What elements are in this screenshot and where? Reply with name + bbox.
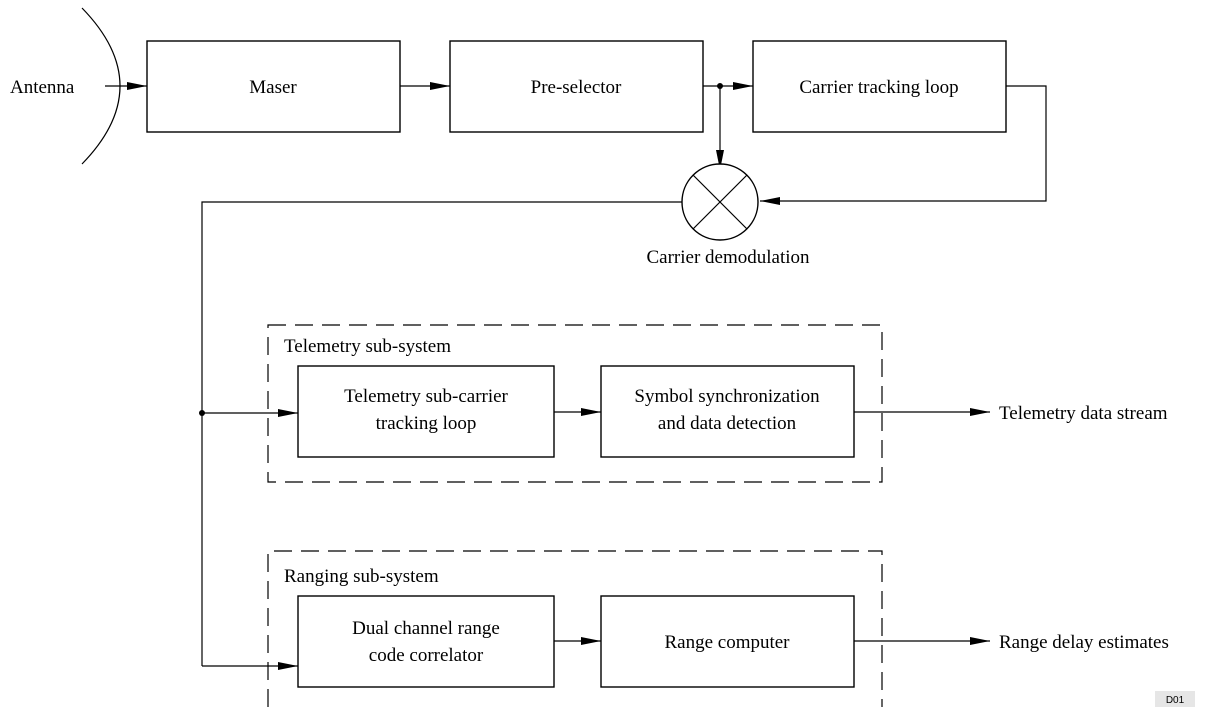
range-correlator-label-line1: Dual channel range: [352, 618, 500, 639]
maser-label: Maser: [249, 77, 297, 98]
carrier-demodulation-mixer-icon: [681, 163, 759, 241]
telemetry-subsystem-label: Telemetry sub-system: [284, 336, 451, 357]
carrier-demodulation-label: Carrier demodulation: [646, 247, 810, 268]
telemetry-subsystem-group: [267, 324, 883, 483]
carrier-loop-to-mixer-wire: [760, 85, 1047, 205]
symbol-sync-label-line1: Symbol synchronization: [634, 386, 820, 407]
antenna-label: Antenna: [10, 77, 75, 98]
range-correlator-label-line2: code correlator: [369, 645, 484, 666]
range-delay-estimates-label: Range delay estimates: [999, 632, 1169, 653]
figure-tag-box: [1155, 691, 1195, 707]
symbol-sync-block: [600, 365, 855, 458]
carrier-tracking-loop-block: [752, 40, 1007, 133]
preselector-label: Pre-selector: [531, 77, 622, 98]
carrier-tracking-loop-label: Carrier tracking loop: [799, 77, 958, 98]
range-correlator-block: [297, 595, 555, 688]
range-computer-label: Range computer: [664, 632, 790, 653]
telemetry-subcarrier-label-line1: Telemetry sub-carrier: [344, 386, 508, 407]
telemetry-subcarrier-label-line2: tracking loop: [376, 413, 477, 434]
symbol-sync-label-line2: and data detection: [658, 413, 797, 434]
preselector-block: [449, 40, 704, 133]
figure-tag: D01: [1166, 695, 1185, 706]
ranging-subsystem-label: Ranging sub-system: [284, 566, 439, 587]
telemetry-data-stream-label: Telemetry data stream: [999, 403, 1168, 424]
telemetry-subcarrier-block: [297, 365, 555, 458]
ranging-subsystem-group: [267, 550, 883, 707]
range-computer-block: [600, 595, 855, 688]
maser-block: [146, 40, 401, 133]
mixer-output-wire: [201, 201, 682, 666]
